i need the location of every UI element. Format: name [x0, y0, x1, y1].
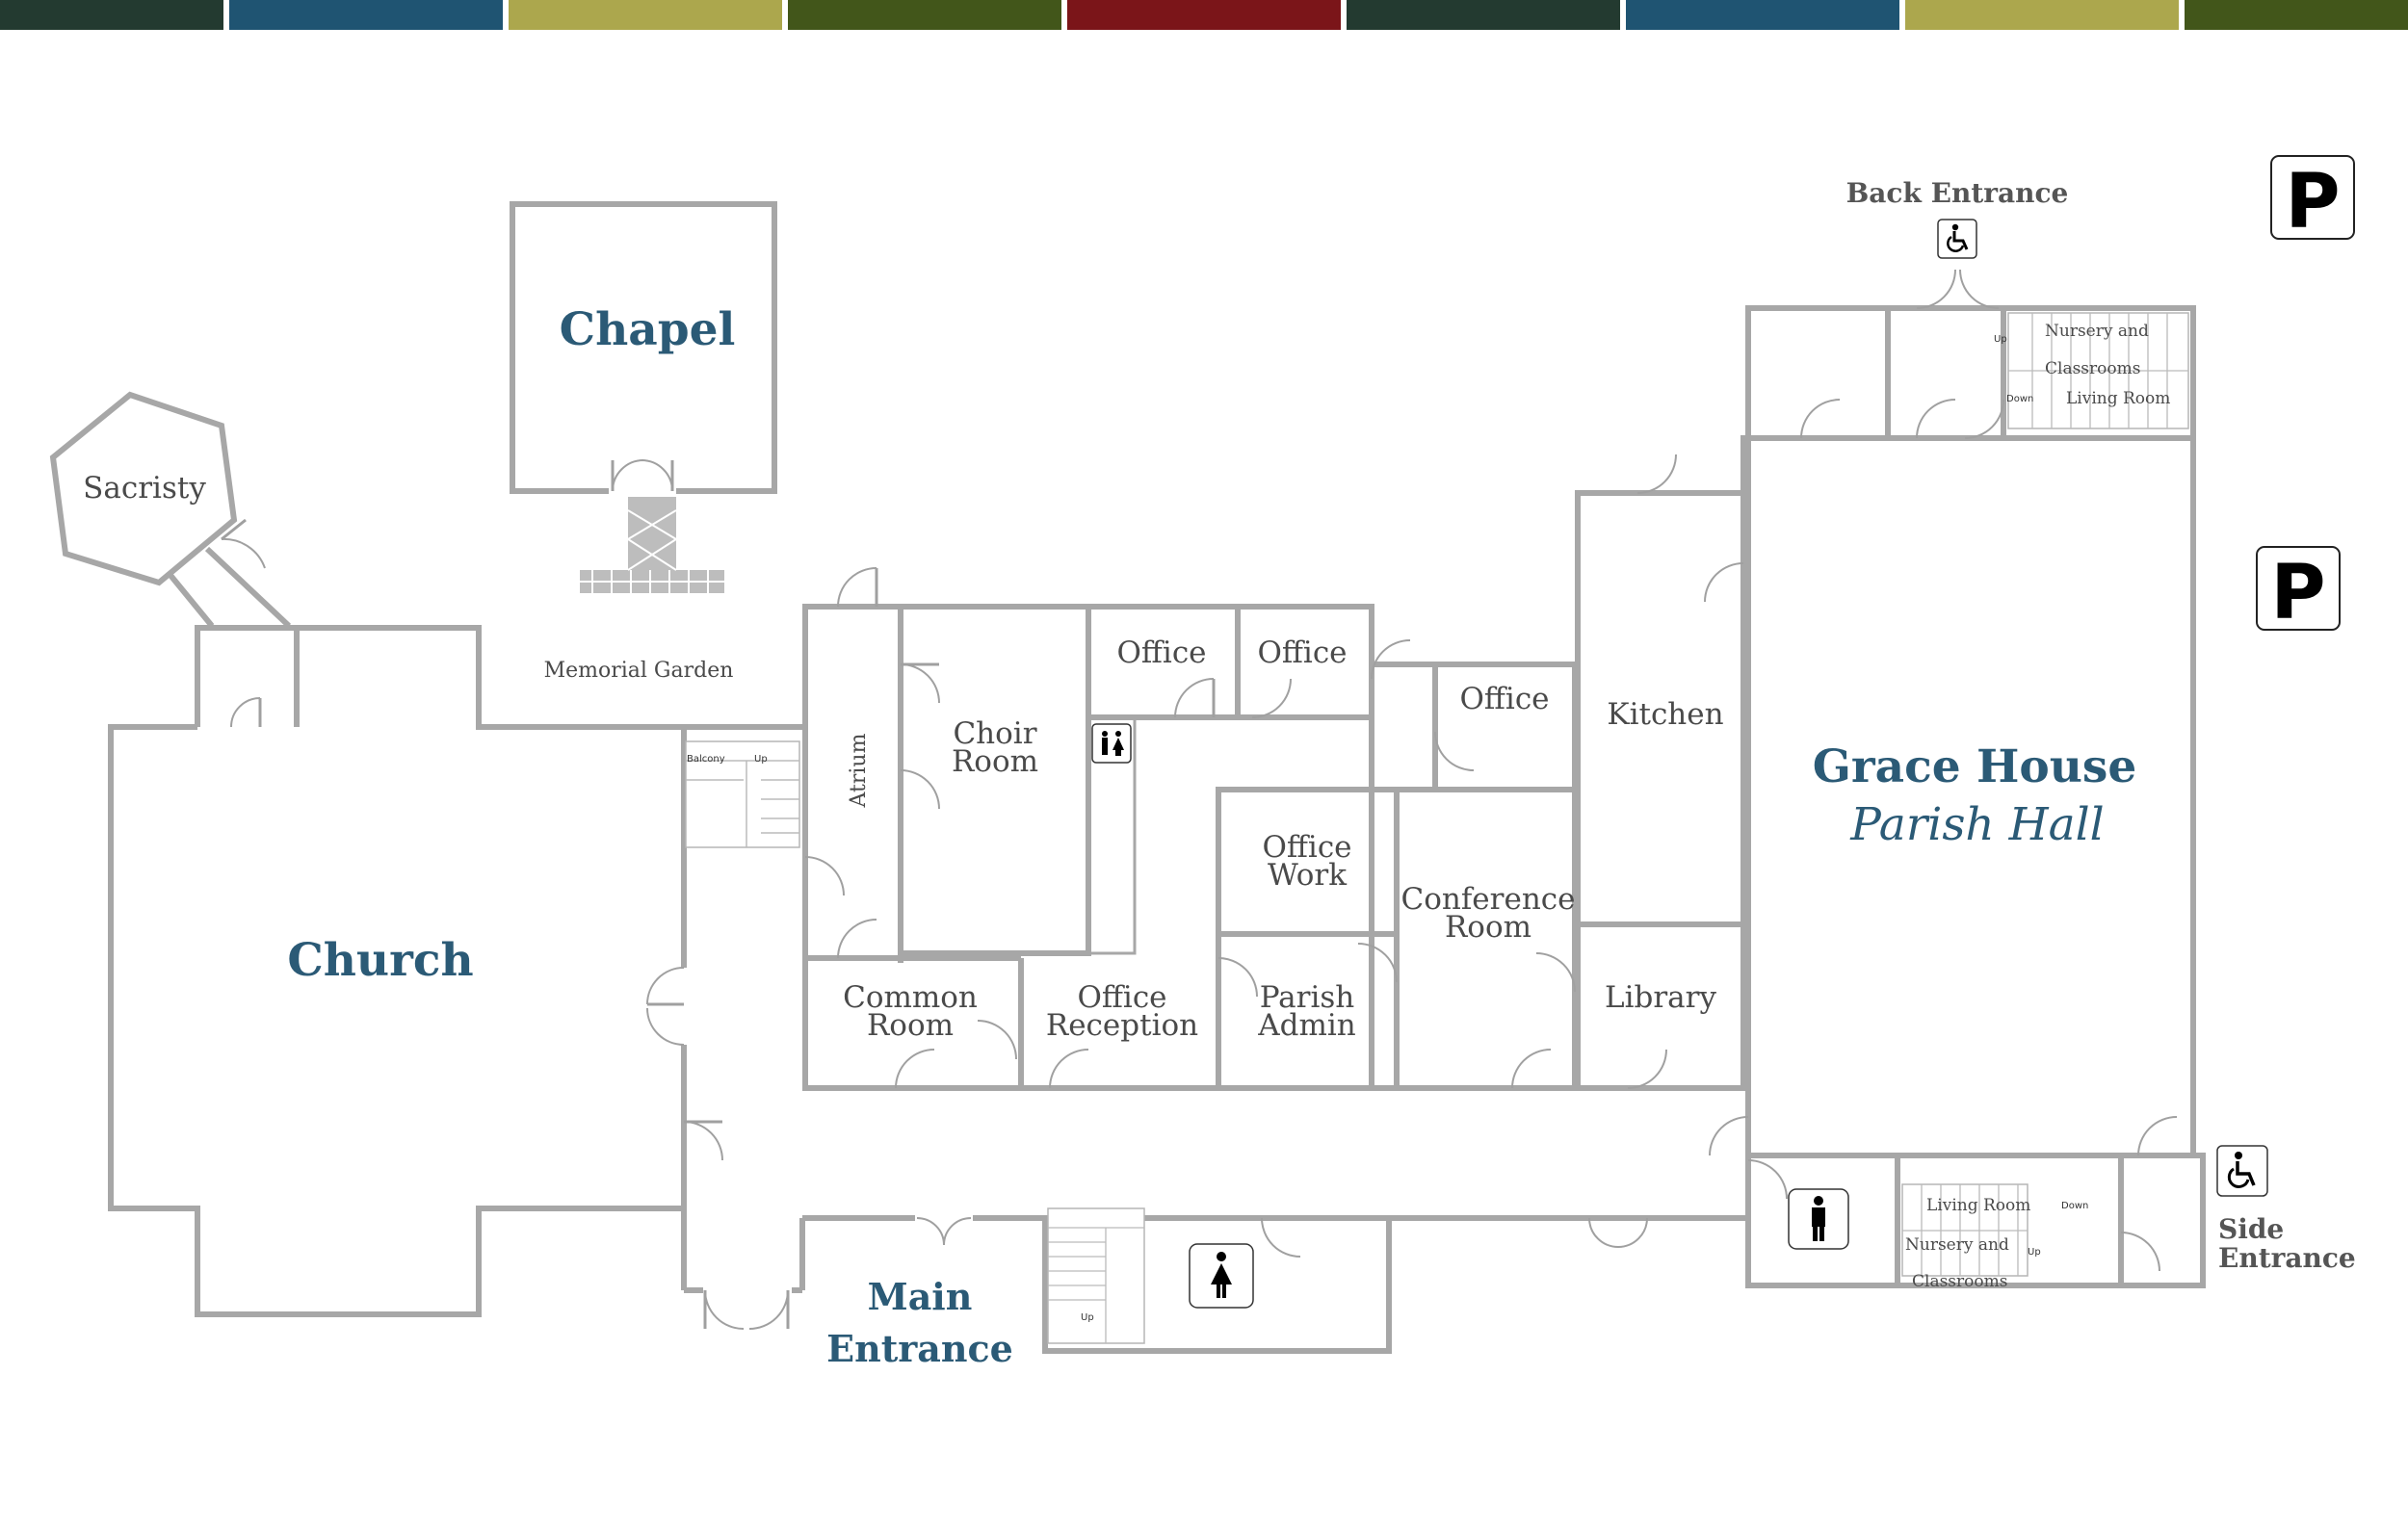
- south-wing: [799, 1207, 1748, 1354]
- kitchen-label: Kitchen: [1607, 697, 1723, 732]
- common-room-label-line2: Room: [867, 1008, 954, 1043]
- office-work-label-line2: Work: [1268, 858, 1347, 893]
- side-entrance-label-line1: Side: [2218, 1213, 2284, 1245]
- parking-icon: P: [2270, 155, 2355, 246]
- back-entrance-label: Back Entrance: [1846, 177, 2069, 209]
- nursery-stair-label-line1: Nursery and: [2045, 322, 2149, 341]
- mens-restroom-icon: [1788, 1188, 1849, 1250]
- church-label: Church: [287, 934, 473, 987]
- living-room-lower-down: Down: [2061, 1201, 2088, 1211]
- nursery-lower-up: Up: [2028, 1247, 2041, 1258]
- svg-text:P: P: [2285, 159, 2340, 246]
- central-block: [802, 454, 1746, 1091]
- nursery-lower-label-line2: Classrooms: [1912, 1272, 2007, 1291]
- balcony-stair-up: Up: [754, 754, 768, 765]
- nursery-stair-up: Up: [1994, 334, 2007, 345]
- office-label-1: Office: [1116, 636, 1206, 670]
- color-stripe: [229, 0, 503, 30]
- grace-house-label: Grace House: [1813, 740, 2137, 793]
- wheelchair-icon: [1937, 219, 1977, 259]
- color-stripe: [788, 0, 1061, 30]
- restroom-icon: [1091, 723, 1132, 764]
- office-reception-label-line1: Office: [1077, 980, 1166, 1015]
- choir-room-label-line2: Room: [952, 744, 1038, 779]
- svg-text:P: P: [2270, 550, 2325, 636]
- church: [108, 625, 688, 1317]
- side-entrance-label-line2: Entrance: [2218, 1242, 2356, 1274]
- balcony-stair-label: Balcony: [687, 754, 725, 765]
- parish-hall-label: Parish Hall: [1849, 798, 2104, 851]
- nursery-stair-label-line2: Classrooms: [2045, 359, 2140, 378]
- main-entrance-label-line1: Main: [868, 1275, 973, 1318]
- choir-room-label-line1: Choir: [953, 716, 1036, 751]
- header-color-stripes: [0, 0, 2408, 30]
- office-label-3: Office: [1459, 682, 1549, 716]
- living-room-stair-down: Down: [2006, 394, 2033, 404]
- chapel-label: Chapel: [560, 303, 736, 356]
- memorial-garden-label: Memorial Garden: [544, 659, 734, 683]
- color-stripe: [1347, 0, 1620, 30]
- conference-room-label-line2: Room: [1445, 910, 1531, 945]
- balcony-stairs: [685, 740, 800, 848]
- office-reception-label-line2: Reception: [1046, 1008, 1198, 1043]
- womens-restroom-icon: [1189, 1243, 1254, 1309]
- office-work-label-line1: Office: [1262, 830, 1351, 865]
- narthex-corridor: [681, 1120, 805, 1330]
- nursery-lower-label-line1: Nursery and: [1905, 1235, 2009, 1255]
- color-stripe: [1905, 0, 2179, 30]
- color-stripe: [1626, 0, 1899, 30]
- parish-admin-label-line1: Parish: [1260, 980, 1355, 1015]
- chapel: [510, 201, 777, 593]
- sacristy-label: Sacristy: [83, 471, 206, 506]
- grace-house: [1709, 269, 2206, 1288]
- living-room-lower-label: Living Room: [1926, 1196, 2030, 1215]
- common-room-label-line1: Common: [843, 980, 978, 1015]
- library-label: Library: [1605, 980, 1716, 1015]
- color-stripe: [2185, 0, 2408, 30]
- sacristy: [49, 391, 292, 629]
- atrium-label: Atrium: [847, 733, 871, 808]
- south-stair-up: Up: [1081, 1312, 1094, 1323]
- office-label-2: Office: [1257, 636, 1347, 670]
- living-room-stair-label: Living Room: [2066, 389, 2170, 408]
- color-stripe: [0, 0, 223, 30]
- color-stripe: [1067, 0, 1341, 30]
- conference-room-label-line1: Conference: [1400, 882, 1575, 917]
- wheelchair-icon: [2216, 1145, 2268, 1197]
- parking-icon: P: [2256, 546, 2341, 636]
- main-entrance-label-line2: Entrance: [826, 1327, 1013, 1370]
- color-stripe: [509, 0, 782, 30]
- parish-admin-label-line2: Admin: [1257, 1008, 1356, 1043]
- brick-path: [580, 497, 724, 593]
